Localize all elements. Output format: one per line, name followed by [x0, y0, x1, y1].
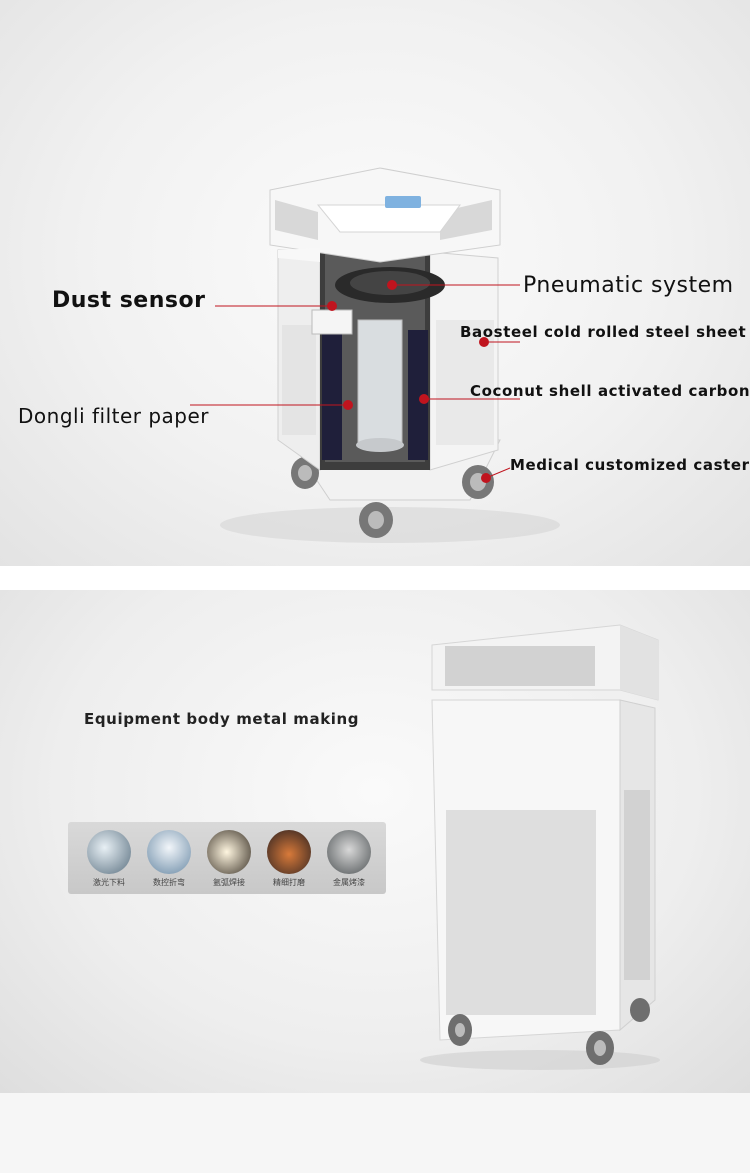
- laser-cutting-photo-icon: [87, 830, 131, 874]
- panel-divider: [0, 566, 750, 590]
- metal-painting-photo-icon: [327, 830, 371, 874]
- dongli-dot: [343, 400, 353, 410]
- callout-dots: [327, 280, 491, 483]
- coconut-dot: [419, 394, 429, 404]
- process-caption: 精细打磨: [273, 878, 305, 887]
- label-dongli-filter-paper: Dongli filter paper: [18, 404, 210, 428]
- argon-welding-photo-icon: [207, 830, 251, 874]
- process-caption: 氩弧焊接: [213, 878, 245, 887]
- process-caption: 激光下料: [93, 878, 125, 887]
- process-item: 金属烤漆: [320, 830, 378, 888]
- cnc-bending-photo-icon: [147, 830, 191, 874]
- label-coconut-carbon: Coconut shell activated carbon: [470, 382, 750, 400]
- metal-making-heading: Equipment body metal making: [84, 710, 360, 728]
- label-medical-caster: Medical customized caster: [510, 456, 750, 474]
- caster-front-left: [291, 457, 319, 489]
- process-item: 激光下料: [80, 830, 138, 888]
- label-dust-sensor: Dust sensor: [52, 288, 206, 313]
- purifier-cutaway-illustration: [190, 167, 560, 543]
- process-item: 氩弧焊接: [200, 830, 258, 888]
- label-pneumatic-system: Pneumatic system: [523, 273, 734, 298]
- footer-band: [0, 1093, 750, 1173]
- dust-sensor-dot: [327, 301, 337, 311]
- label-baosteel-sheet: Baosteel cold rolled steel sheet: [460, 323, 747, 341]
- callout-lines: [190, 284, 520, 479]
- process-item: 精细打磨: [260, 830, 318, 888]
- process-caption: 金属烤漆: [333, 878, 365, 887]
- fine-grinding-photo-icon: [267, 830, 311, 874]
- caster-dot: [481, 473, 491, 483]
- process-strip: 激光下料 数控折弯 氩弧焊接 精细打磨 金属烤漆: [68, 822, 386, 894]
- pneumatic-dot: [387, 280, 397, 290]
- process-item: 数控折弯: [140, 830, 198, 888]
- process-caption: 数控折弯: [153, 878, 185, 887]
- baosteel-dot: [479, 337, 489, 347]
